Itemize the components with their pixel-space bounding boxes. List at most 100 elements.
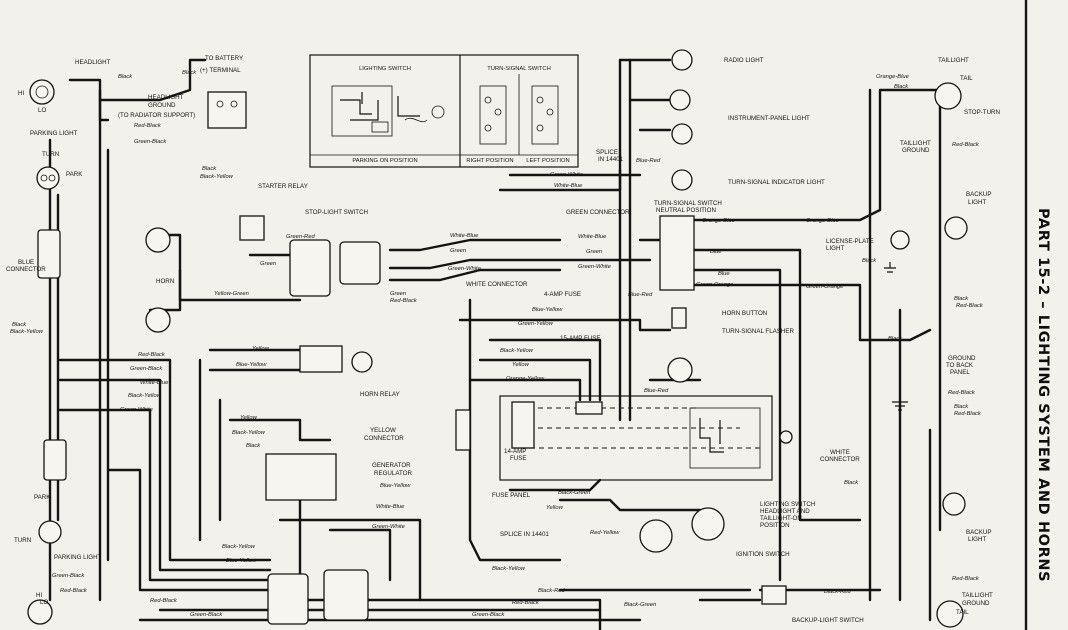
label-4amp-fuse: 4-AMP FUSE — [544, 291, 581, 298]
ground-icon — [884, 262, 908, 411]
wire-label: Orange-Blue — [876, 74, 910, 80]
label-blue-connector-2: CONNECTOR — [6, 266, 46, 273]
wire-label: Blue — [718, 271, 730, 277]
wire-label: Orange-Blue — [702, 218, 736, 224]
wire-label: White-Blue — [376, 504, 405, 510]
blue-connector-top-icon — [37, 229, 61, 279]
wire-label: Black — [888, 336, 903, 342]
taillight-top-icon — [934, 82, 962, 110]
wire-label: Green-Black — [134, 139, 167, 145]
wire-label: Black — [954, 296, 969, 302]
wire-label: Red-Black — [956, 303, 984, 309]
taillight-bottom-icon — [936, 600, 964, 628]
wire-label: Black — [246, 443, 261, 449]
bottom-connector-block-icon — [267, 569, 369, 625]
label-lighting-switch-2: HEADLIGHT AND — [760, 508, 810, 515]
connector-block-icon — [289, 239, 381, 297]
wire-label: Green-White — [372, 524, 406, 530]
label-yellow-connector-1: YELLOW — [370, 427, 396, 434]
inset-right-position: RIGHT POSITION — [466, 158, 513, 164]
fuse-15amp-icon — [575, 401, 603, 415]
instrument-panel-light-icon — [669, 89, 693, 145]
wire-label: Green — [390, 291, 406, 297]
switch-position-inset: LIGHTING SWITCH TURN-SIGNAL SWITCH PARKI… — [309, 54, 579, 168]
label-taillight-top: TAILLIGHT — [938, 57, 969, 64]
label-taillight-ground-b2: GROUND — [962, 600, 990, 607]
wire-label: Black-Yellow — [222, 544, 256, 550]
wire-label: Green-White — [550, 172, 584, 178]
license-plate-light-icon — [890, 230, 910, 250]
label-backup-light-top-1: BACKUP — [966, 191, 991, 198]
wire-label: Green-Orange — [806, 284, 844, 290]
wire-label: Red-Black — [954, 411, 982, 417]
label-headlight-ground-2: GROUND — [148, 102, 176, 109]
label-splice-bottom: SPLICE IN 14401 — [500, 531, 549, 538]
label-plus-terminal: (+) TERMINAL — [200, 67, 241, 74]
label-turn-top: TURN — [42, 151, 59, 158]
wire-label: Black — [118, 74, 133, 80]
inset-left-position: LEFT POSITION — [526, 158, 569, 164]
wire-label: Red-Black — [952, 142, 980, 148]
wire-label: Black — [862, 258, 877, 264]
wire-label: Yellow — [546, 505, 564, 511]
wire-label: Green — [586, 249, 602, 255]
label-splice-top-2: IN 14401 — [598, 156, 624, 163]
wire-label: Red-Black — [512, 600, 540, 606]
label-generator-regulator-2: REGULATOR — [374, 470, 412, 477]
wire-label: Black — [894, 84, 909, 90]
label-lighting-switch-4: POSITION — [760, 522, 790, 529]
wire-label: Black-Green — [558, 490, 590, 496]
label-hi: HI — [18, 90, 24, 97]
turn-signal-flasher-icon — [667, 357, 693, 383]
label-generator-regulator-1: GENERATOR — [372, 462, 411, 469]
wire-label: Black — [12, 322, 27, 328]
inset-turn-signal-title: TURN-SIGNAL SWITCH — [487, 66, 551, 72]
label-hi-bottom: HI — [36, 592, 42, 599]
wire-label: Orange-Blue — [806, 218, 840, 224]
label-splice-top-1: SPLICE — [596, 149, 618, 156]
backup-light-bottom-icon — [942, 492, 966, 516]
parking-light-bottom-icon — [38, 520, 62, 544]
label-ground-back-1: GROUND — [948, 355, 976, 362]
wire-label: Black-Yellow — [500, 348, 534, 354]
horn-relay-icon — [299, 345, 373, 373]
turn-signal-indicator-icon — [671, 169, 693, 191]
wire-label: Blue-Red — [644, 388, 669, 394]
label-to-battery: TO BATTERY — [205, 55, 243, 62]
label-taillight-ground-1: TAILLIGHT — [900, 140, 931, 147]
label-stop-light-switch: STOP-LIGHT SWITCH — [305, 209, 368, 216]
wire-label: Yellow-Green — [214, 291, 249, 297]
wire-label: Black — [202, 166, 217, 172]
label-fuse-panel: FUSE PANEL — [492, 492, 531, 499]
wire-label: Green-Red — [286, 234, 315, 240]
wire-label: Blue-Red — [628, 292, 653, 298]
wire-label: Black — [844, 480, 859, 486]
blue-connector-bottom-icon — [43, 439, 67, 481]
label-white-connector-r2: CONNECTOR — [820, 456, 860, 463]
label-turn-signal-flasher: TURN-SIGNAL FLASHER — [722, 328, 795, 335]
label-turn-signal-switch-1: TURN-SIGNAL SWITCH — [654, 200, 722, 207]
label-white-connector: WHITE CONNECTOR — [466, 281, 528, 288]
wire-label: Black-Yellow — [128, 393, 162, 399]
wire-label: Green-Orange — [696, 282, 734, 288]
label-lighting-switch-1: LIGHTING SWITCH — [760, 501, 815, 508]
label-lighting-switch-3: TAILLIGHT-ON — [760, 515, 802, 522]
label-parking-light-top: PARKING LIGHT — [30, 130, 78, 137]
turn-signal-switch-icon — [659, 215, 695, 291]
label-headlight-ground-3: (TO RADIATOR SUPPORT) — [118, 112, 195, 119]
wire-label: Green-White — [448, 266, 482, 272]
label-backup-light-bottom-2: LIGHT — [968, 536, 986, 543]
wire-label: Yellow — [252, 346, 270, 352]
stop-light-switch-icon — [239, 215, 265, 241]
label-ignition-switch: IGNITION SWITCH — [736, 551, 790, 558]
backup-light-switch-icon — [761, 585, 787, 605]
wire-labels: Black Red-Black Green-Black Black Black … — [10, 70, 984, 618]
generator-regulator-icon — [265, 453, 337, 501]
wire-label: Blue — [710, 249, 722, 255]
wire-label: Black-Green — [624, 602, 656, 608]
label-tail-top: TAIL — [960, 75, 973, 82]
label-tail-bottom: TAIL — [956, 609, 969, 616]
label-stop-turn: STOP-TURN — [964, 109, 1000, 116]
label-turn-bottom: TURN — [14, 537, 31, 544]
label-horn: HORN — [156, 278, 174, 285]
